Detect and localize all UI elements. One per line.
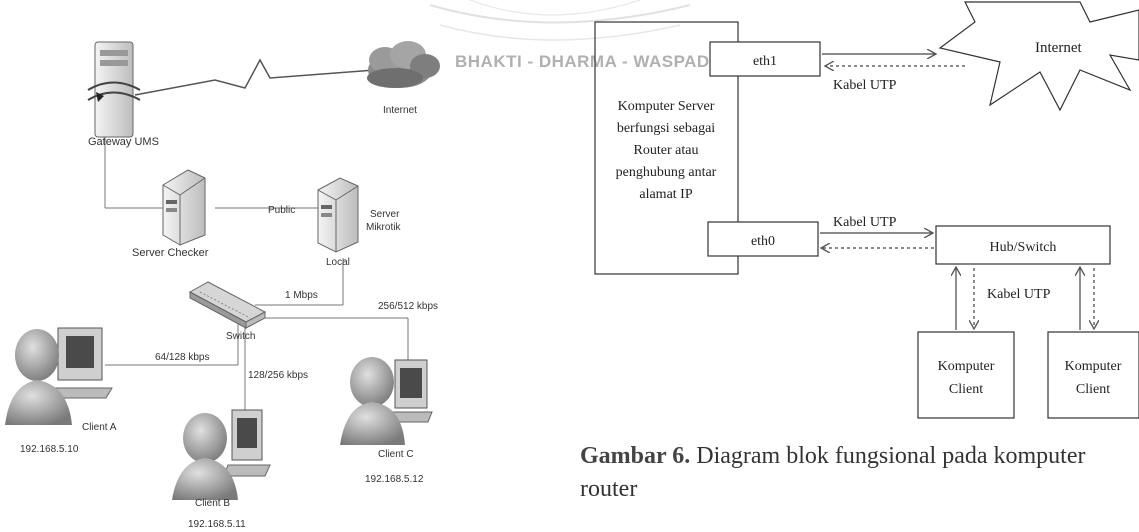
cable-top-label: Kabel UTP: [833, 78, 897, 93]
server-desc-2: berfungsi sebagai: [617, 121, 715, 136]
client1-label-2: Client: [949, 382, 983, 397]
internet-cloud-icon: [367, 41, 440, 88]
client2-label-2: Client: [1076, 382, 1110, 397]
network-diagram: Gateway UMS Internet Server Checker: [5, 41, 440, 530]
server-desc-5: alamat IP: [639, 187, 692, 202]
client-b-ip: 192.168.5.11: [188, 519, 246, 530]
local-link-label: Local: [326, 257, 350, 268]
client1-label-1: Komputer: [938, 359, 995, 374]
client-a-label: Client A: [82, 422, 117, 433]
client-a-ip: 192.168.5.10: [20, 444, 79, 455]
bw-a-label: 64/128 kbps: [155, 352, 210, 363]
bw-c-label: 256/512 kbps: [378, 301, 438, 312]
internet-label: Internet: [383, 105, 417, 116]
client-a-icon: [5, 327, 113, 425]
switch-label: Switch: [226, 331, 255, 342]
hub-box: [935, 225, 1111, 265]
block-diagram: [594, 1, 1139, 419]
client-b-icon: [172, 409, 271, 500]
cable-mid-label: Kabel UTP: [833, 215, 897, 230]
server-checker-icon: [162, 169, 206, 246]
figure-caption: Gambar 6. Diagram blok fungsional pada k…: [580, 440, 1100, 506]
client-c-ip: 192.168.5.12: [365, 474, 424, 485]
watermark-emblem: [429, 0, 691, 41]
server-checker-label: Server Checker: [132, 247, 209, 259]
server-mikrotik-icon: [317, 177, 359, 253]
internet-shape: [938, 1, 1139, 112]
eth1-box: [709, 41, 821, 77]
server-desc-4: penghubung antar: [616, 165, 717, 180]
block-labels: eth1 eth0 Internet Komputer Server berfu…: [616, 40, 1122, 397]
hub-label: Hub/Switch: [990, 240, 1057, 255]
bw-b-label: 128/256 kbps: [248, 370, 308, 381]
client-b-label: Client B: [195, 498, 230, 509]
wan-link: [134, 58, 376, 96]
client-c-icon: [340, 357, 433, 445]
server-desc-3: Router atau: [634, 143, 699, 158]
cable-right-label: Kabel UTP: [987, 287, 1051, 302]
client2-box: [1047, 331, 1139, 419]
caption-text: Diagram blok fungsional pada komputer ro…: [580, 443, 1086, 502]
internet-block-label: Internet: [1035, 40, 1082, 56]
gateway-label: Gateway UMS: [88, 136, 159, 148]
eth0-box: [707, 221, 819, 257]
watermark-text: BHAKTI - DHARMA - WASPADA: [455, 52, 722, 71]
eth1-label: eth1: [753, 54, 777, 69]
client-c-label: Client C: [378, 449, 414, 460]
1mbps-label: 1 Mbps: [285, 290, 318, 301]
gateway-server-icon: [87, 41, 141, 138]
switch-icon: [188, 281, 267, 329]
server-desc-1: Komputer Server: [618, 99, 715, 114]
caption-label: Gambar 6.: [580, 443, 691, 469]
public-link-label: Public: [268, 205, 295, 216]
server-box: [594, 21, 739, 275]
client1-box: [917, 331, 1015, 419]
server-label-1: Server: [370, 209, 400, 220]
server-label-2: Mikrotik: [366, 222, 401, 233]
eth0-label: eth0: [751, 234, 775, 249]
client2-label-1: Komputer: [1065, 359, 1122, 374]
